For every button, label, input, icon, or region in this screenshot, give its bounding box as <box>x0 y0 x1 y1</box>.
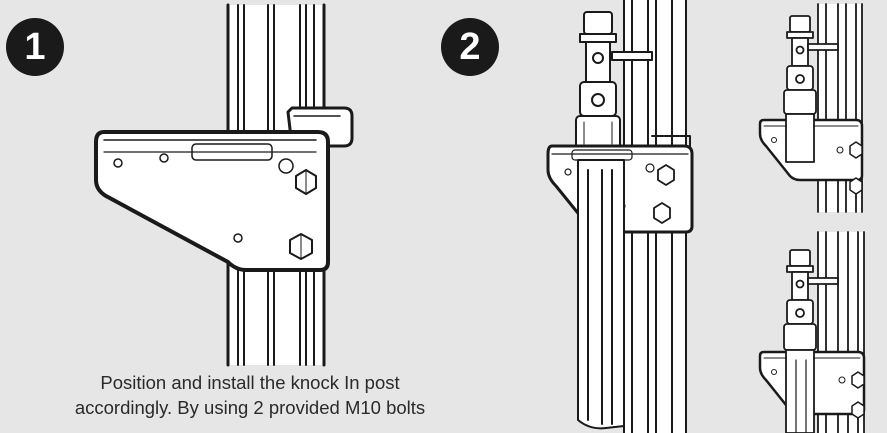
step2-detail-top <box>758 3 864 213</box>
step1-illustration <box>94 3 354 367</box>
caption-line-2: accordingly. By using 2 provided M10 bol… <box>74 397 426 418</box>
step-2-badge: 2 <box>441 18 499 76</box>
step1-bracket-plate <box>94 130 330 272</box>
step2-detail-bottom-lock <box>783 249 839 351</box>
step2-main-illustration <box>546 0 694 433</box>
step1-bolt-top <box>295 169 317 195</box>
instruction-caption: Position and install the knock In post a… <box>20 370 480 420</box>
step2-detail-top-lock <box>783 15 839 115</box>
step-1-badge: 1 <box>6 18 64 76</box>
caption-line-1: Position and install the knock In post <box>100 372 400 393</box>
step-2-number: 2 <box>459 25 481 68</box>
step2-knock-in-post <box>577 159 625 430</box>
step2-lock-assembly <box>575 11 653 151</box>
step2-detail-bottom <box>758 231 866 433</box>
step-1-number: 1 <box>24 25 46 68</box>
step1-bolt-bottom <box>289 233 313 260</box>
